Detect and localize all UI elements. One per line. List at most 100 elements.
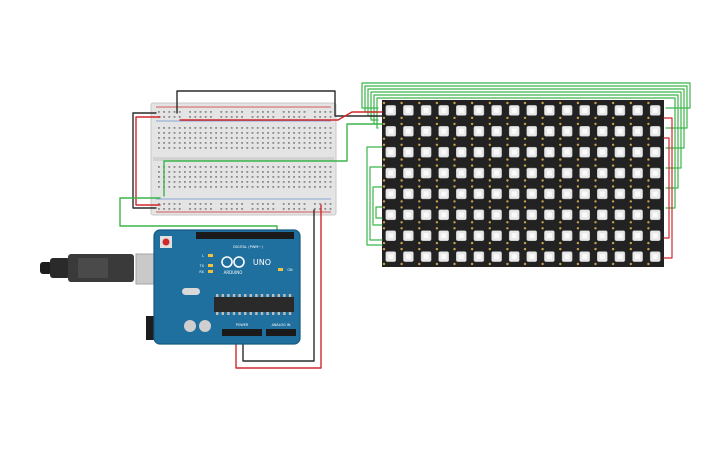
chip-pin — [216, 294, 219, 297]
led-pad — [506, 143, 509, 146]
led-pad — [523, 241, 527, 245]
breadboard-hole — [178, 208, 181, 210]
led-pixel-die — [652, 149, 658, 155]
breadboard-hole — [256, 181, 259, 183]
led-pad — [418, 122, 421, 126]
breadboard-hole — [220, 147, 223, 149]
led-pad — [435, 116, 439, 120]
led-pad — [382, 137, 386, 140]
led-pixel-die — [582, 233, 588, 239]
led-pad — [611, 185, 615, 188]
breadboard-hole — [236, 132, 238, 134]
led-on — [278, 268, 283, 271]
breadboard-hole — [225, 176, 228, 178]
led-pad — [453, 227, 456, 230]
breadboard-hole — [272, 116, 275, 118]
led-pad — [435, 241, 439, 245]
led-pad — [382, 164, 386, 167]
breadboard-hole — [178, 142, 181, 144]
breadboard-hole — [178, 176, 181, 178]
led-pad — [647, 206, 650, 209]
led-pad — [435, 206, 439, 209]
led-pad — [594, 101, 597, 105]
reset-button-cap[interactable] — [162, 238, 170, 246]
led-pad — [647, 262, 650, 266]
led-pixel-die — [546, 128, 552, 134]
led-pixel-die — [423, 107, 429, 113]
led-pad — [576, 143, 580, 146]
breadboard-hole — [236, 147, 238, 149]
breadboard-hole — [246, 181, 249, 183]
led-pad — [576, 200, 580, 203]
wire-ground-bb-to-matrix — [176, 90, 383, 117]
breadboard-hole — [282, 203, 285, 205]
chip-pin — [283, 312, 286, 315]
breadboard-hole — [246, 147, 249, 149]
breadboard-hole — [324, 142, 327, 144]
breadboard-hole — [241, 137, 243, 139]
breadboard-hole — [220, 171, 223, 173]
breadboard-hole — [199, 166, 202, 168]
breadboard-hole — [262, 171, 264, 173]
led-pad — [611, 241, 615, 245]
breadboard-hole — [173, 137, 176, 139]
breadboard-hole — [246, 166, 249, 168]
breadboard-hole — [288, 171, 290, 173]
breadboard-hole — [293, 166, 295, 168]
atmega-chip-pins — [216, 294, 292, 315]
breadboard-hole — [204, 203, 207, 205]
breadboard-hole — [277, 127, 280, 129]
arduino-uno-board[interactable]: DIGITAL (PWM~) ARDUINO UNO L TX RX ON PO… — [40, 229, 301, 345]
led-pad — [400, 164, 403, 167]
breadboard-hole — [272, 142, 275, 144]
breadboard-hole — [241, 181, 243, 183]
breadboard-hole — [319, 142, 321, 144]
led-pad — [629, 122, 632, 126]
led-pixel-die — [458, 212, 464, 218]
led-pad — [629, 158, 632, 161]
breadboard-hole — [293, 203, 295, 205]
breadboard-hole — [329, 142, 332, 144]
breadboard-hole — [173, 203, 176, 205]
breadboard[interactable] — [150, 102, 337, 216]
breadboard-hole — [308, 147, 311, 149]
breadboard-hole — [163, 127, 165, 129]
breadboard-hole — [293, 132, 295, 134]
breadboard-hole — [288, 137, 290, 139]
breadboard-hole — [314, 132, 316, 134]
led-pad — [453, 143, 456, 146]
breadboard-hole — [230, 181, 233, 183]
led-pixel-die — [564, 107, 570, 113]
led-pixel-die — [635, 128, 641, 134]
breadboard-hole — [251, 176, 254, 178]
crystal — [182, 288, 200, 295]
breadboard-hole — [178, 116, 181, 118]
breadboard-hole — [225, 186, 228, 188]
led-pixel-die — [476, 233, 482, 239]
breadboard-hole — [262, 127, 264, 129]
breadboard-hole — [319, 116, 321, 118]
led-pad — [400, 122, 403, 126]
led-pad — [382, 227, 386, 230]
breadboard-hole — [267, 127, 269, 129]
breadboard-hole — [267, 142, 269, 144]
led-matrix[interactable] — [382, 100, 664, 267]
chip-pin — [238, 312, 241, 315]
breadboard-hole — [251, 137, 254, 139]
led-pad — [453, 116, 456, 120]
breadboard-center-channel — [153, 157, 334, 161]
breadboard-hole — [158, 137, 160, 139]
led-pixel-die — [423, 233, 429, 239]
breadboard-hole — [277, 166, 280, 168]
led-pad — [647, 185, 650, 188]
breadboard-hole — [298, 203, 301, 205]
led-pad — [559, 101, 562, 105]
led-pixel-die — [635, 233, 641, 239]
breadboard-hole — [319, 137, 321, 139]
led-pad — [594, 241, 597, 245]
led-pad — [506, 101, 509, 105]
breadboard-hole — [225, 116, 228, 118]
led-pixel-die — [476, 191, 482, 197]
led-pad — [559, 116, 562, 120]
led-pixel-die — [511, 254, 517, 260]
